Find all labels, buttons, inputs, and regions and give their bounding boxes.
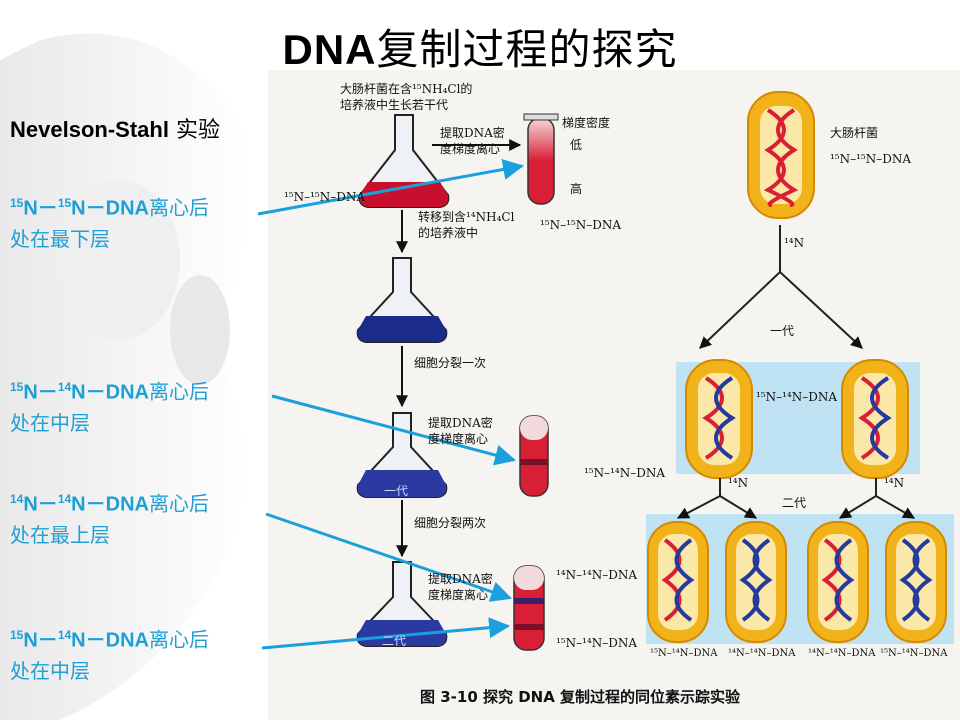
label-gen1: 一代 <box>770 324 795 338</box>
label-parent-dna: ¹⁵N–¹⁵N–DNA <box>830 152 912 166</box>
label-g2-4: ¹⁵N–¹⁴N–DNA <box>880 648 948 659</box>
note-middle-layer-2: 15N－14N－DNA离心后 处在中层 <box>10 627 209 683</box>
label-tube1-dna: ¹⁵N–¹⁵N–DNA <box>540 218 622 232</box>
note-middle-layer-1: 15N－14N－DNA离心后 处在中层 <box>10 379 209 435</box>
label-extract-3a: 提取DNA密 <box>428 572 493 586</box>
label-transfer-1: 转移到含¹⁴NH₄Cl <box>418 210 515 224</box>
background-face-image <box>0 0 270 720</box>
label-low: 低 <box>570 138 583 152</box>
label-extract-2b: 度梯度离心 <box>428 432 489 446</box>
label-g2-1: ¹⁵N–¹⁴N–DNA <box>650 648 718 659</box>
label-g2-3: ¹⁴N–¹⁴N–DNA <box>808 648 876 659</box>
label-gen2: 二代 <box>782 496 807 510</box>
label-tube3-top: ¹⁴N–¹⁴N–DNA <box>556 568 638 582</box>
label-top-1: 大肠杆菌在含¹⁵NH₄Cl的 <box>340 82 473 96</box>
page-title: DNA复制过程的探究 <box>282 25 678 74</box>
label-g2-2: ¹⁴N–¹⁴N–DNA <box>728 648 796 659</box>
label-extract-1a: 提取DNA密 <box>440 126 505 140</box>
label-flask-gen1: 一代 <box>384 484 409 498</box>
label-gradient: 梯度密度 <box>562 116 611 130</box>
label-ecoli: 大肠杆菌 <box>830 126 879 140</box>
label-flask-gen2: 二代 <box>382 634 407 648</box>
label-tube3-bottom: ¹⁵N–¹⁴N–DNA <box>556 636 638 650</box>
label-high: 高 <box>570 182 583 196</box>
label-extract-1b: 度梯度离心 <box>440 142 501 156</box>
note-top-layer: 14N－14N－DNA离心后 处在最上层 <box>10 491 209 547</box>
subtitle: Nevelson-Stahl 实验 <box>10 117 220 143</box>
label-top-2: 培养液中生长若干代 <box>340 98 449 112</box>
label-divide-twice: 细胞分裂两次 <box>414 516 487 530</box>
label-n14-b: ¹⁴N <box>728 476 749 490</box>
note-bottom-layer: 15N－15N－DNA离心后 处在最下层 <box>10 195 209 251</box>
label-extract-2a: 提取DNA密 <box>428 416 493 430</box>
label-n14-a: ¹⁴N <box>784 236 805 250</box>
label-tube2-dna: ¹⁵N–¹⁴N–DNA <box>584 466 666 480</box>
label-flask1-dna: ¹⁵N–¹⁵N–DNA <box>284 190 366 204</box>
figure-caption: 图 3-10 探究 DNA 复制过程的同位素示踪实验 <box>420 688 741 706</box>
label-divide-once: 细胞分裂一次 <box>414 356 487 370</box>
label-extract-3b: 度梯度离心 <box>428 588 489 602</box>
label-transfer-2: 的培养液中 <box>418 226 479 240</box>
figure-panel <box>268 70 960 720</box>
label-gen1-dna: ¹⁵N–¹⁴N–DNA <box>756 390 838 404</box>
label-n14-c: ¹⁴N <box>884 476 905 490</box>
